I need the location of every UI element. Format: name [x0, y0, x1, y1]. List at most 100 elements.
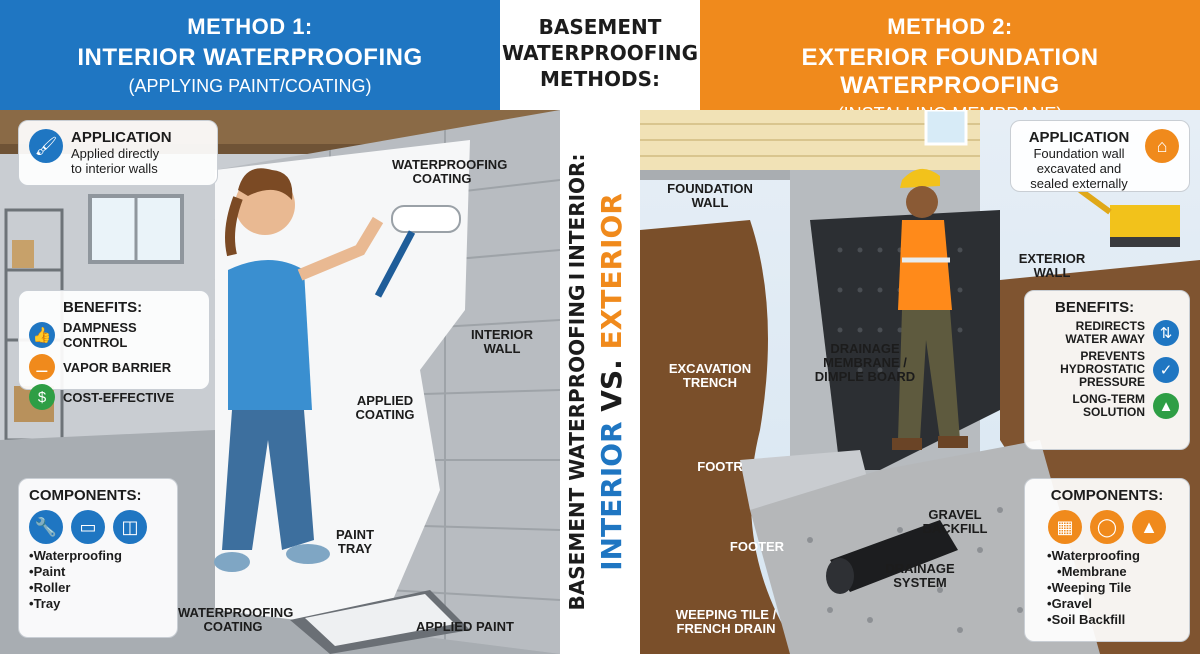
vertical-title-interior-colon: INTERIOR:: [565, 153, 589, 269]
exterior-component-text: Membrane: [1061, 564, 1127, 579]
interior-benefit-label: DAMPNESS CONTROL: [63, 320, 137, 350]
interior-method-title: INTERIOR WATERPROOFING: [77, 44, 423, 71]
interior-benefit-item: 👍 DAMPNESS CONTROL: [29, 320, 199, 350]
exterior-application-text-3: sealed externally: [1030, 176, 1128, 191]
callout-line: APPLIED PAINT: [416, 619, 514, 634]
exterior-components-card: COMPONENTS: ▦ ◯ ▲ Waterproofing Membrane…: [1024, 478, 1190, 642]
barrier-icon: ⚊: [29, 354, 55, 380]
exterior-benefit-line: PREVENTS: [1080, 349, 1145, 363]
exterior-component-item: Weeping Tile: [1047, 580, 1179, 596]
callout-line: COATING: [355, 407, 415, 422]
exterior-benefits-card: BENEFITS: REDIRECTS WATER AWAY ⇅ PREVENT…: [1024, 290, 1190, 450]
vertical-title-basement: BASEMENT WATERPROOFING: [565, 284, 589, 611]
house-shovel-icon: ⌂: [1145, 129, 1179, 163]
callout-line: WALL: [691, 195, 729, 210]
interior-application-heading: APPLICATION: [71, 129, 172, 146]
callout-exterior-wall: EXTERIOR WALL: [1012, 252, 1092, 280]
interior-benefits-card: BENEFITS: 👍 DAMPNESS CONTROL ⚊ VAPOR BAR…: [18, 290, 210, 410]
thumbs-up-icon: 👍: [29, 322, 55, 348]
exterior-benefits-heading: BENEFITS:: [1055, 299, 1135, 316]
callout-line: GRAVEL: [928, 507, 982, 522]
exterior-benefit-item: REDIRECTS WATER AWAY ⇅: [1035, 320, 1179, 346]
exterior-benefit-item: LONG-TERM SOLUTION ▲: [1035, 393, 1179, 419]
exterior-method-number: METHOD 2:: [887, 14, 1013, 39]
interior-benefit-item: $ COST-EFFECTIVE: [29, 384, 199, 410]
exterior-component-item: Gravel: [1047, 596, 1179, 612]
callout-paint-tray: PAINT TRAY: [320, 528, 390, 556]
callout-interior-wall: INTERIOR WALL: [462, 328, 542, 356]
exterior-benefit-line: PRESSURE: [1078, 375, 1145, 389]
vertical-comparison-title: BASEMENT WATERPROOFING I INTERIOR: INTER…: [565, 112, 635, 652]
callout-foundation-wall: FOUNDATION WALL: [660, 182, 760, 210]
exterior-application-card: APPLICATION Foundation wall excavated an…: [1010, 120, 1190, 192]
callout-footer: FOOTER: [722, 540, 792, 554]
painter-icon: 🖌: [29, 129, 63, 163]
main-title-box: BASEMENT WATERPROOFING METHODS:: [500, 0, 700, 110]
interior-application-card: 🖌 APPLICATION Applied directly to interi…: [18, 120, 218, 186]
vertical-title-separator: I: [565, 272, 589, 281]
interior-application-text-2: to interior walls: [71, 161, 158, 176]
vertical-title-vs: VS.: [595, 359, 628, 412]
exterior-components-list: Waterproofing Membrane Weeping Tile Grav…: [1047, 548, 1179, 628]
callout-line: TRENCH: [682, 375, 738, 390]
main-title-line-1: BASEMENT: [538, 15, 662, 39]
callout-line: INTERIOR: [470, 327, 534, 342]
gravel-icon: ▲: [1132, 510, 1166, 544]
tools-icon: 🔧: [29, 510, 63, 544]
callout-excavation-trench: EXCAVATION TRENCH: [660, 362, 760, 390]
exterior-benefit-line: WATER AWAY: [1065, 332, 1145, 346]
callout-line: APPLIED: [356, 393, 414, 408]
exterior-method-header: METHOD 2: EXTERIOR FOUNDATION WATERPROOF…: [700, 0, 1200, 124]
interior-benefit-label: VAPOR BARRIER: [63, 359, 172, 375]
exterior-components-heading: COMPONENTS:: [1050, 487, 1164, 504]
callout-line: MEMBRANE /: [823, 355, 907, 370]
callout-line: WATERPROOFING: [392, 157, 508, 172]
main-title-line-3: METHODS:: [540, 67, 660, 91]
exterior-application-text-2: excavated and: [1036, 161, 1122, 176]
interior-method-header: METHOD 1: INTERIOR WATERPROOFING (APPLYI…: [0, 0, 500, 110]
exterior-benefit-line: LONG-TERM: [1072, 392, 1145, 406]
exterior-component-item: Soil Backfill: [1047, 612, 1179, 628]
callout-line: WATERPROOFING: [178, 605, 294, 620]
callout-line: BACKFILL: [922, 521, 988, 536]
arrows-out-icon: ⇅: [1153, 320, 1179, 346]
main-title-line-2: WATERPROOFING: [501, 41, 699, 65]
callout-drainage-membrane: DRAINAGE MEMBRANE / DIMPLE BOARD: [810, 342, 920, 384]
exterior-method-title: EXTERIOR FOUNDATION WATERPROOFING: [801, 44, 1099, 99]
interior-benefit-label: COST-EFFECTIVE: [63, 389, 175, 405]
center-divider: [560, 110, 640, 654]
interior-component-item: Tray: [29, 596, 167, 612]
interior-benefits-heading: BENEFITS:: [63, 299, 143, 316]
callout-line: WEEPING TILE /: [675, 607, 777, 622]
interior-benefit-item: ⚊ VAPOR BARRIER: [29, 354, 199, 380]
exterior-application-text-1: Foundation wall: [1033, 146, 1125, 161]
exterior-application-heading: APPLICATION: [1028, 129, 1130, 146]
interior-application-text-1: Applied directly: [71, 146, 160, 161]
callout-line: WALL: [1033, 265, 1071, 280]
shield-icon: ▲: [1153, 393, 1179, 419]
callout-line: DRAINAGE: [830, 341, 900, 356]
callout-weeping-tile: WEEPING TILE / FRENCH DRAIN: [666, 608, 786, 636]
exterior-component-item: Waterproofing: [1047, 548, 1179, 564]
callout-line: TRAY: [337, 541, 373, 556]
callout-line: FOOTR: [697, 459, 743, 474]
callout-line: DIMPLE BOARD: [814, 369, 916, 384]
callout-line: EXTERIOR: [1018, 251, 1086, 266]
callout-line: FRENCH DRAIN: [676, 621, 776, 636]
callout-applied-coating: APPLIED COATING: [350, 394, 420, 422]
callout-line: DRAINAGE: [885, 561, 955, 576]
interior-component-item: Waterproofing: [29, 548, 167, 564]
pipe-icon: ◯: [1090, 510, 1124, 544]
interior-components-list: Waterproofing Paint Roller Tray: [29, 548, 167, 612]
exterior-benefit-line: HYDROSTATIC: [1060, 362, 1145, 376]
interior-components-card: COMPONENTS: 🔧 ▭ ◫ Waterproofing Paint Ro…: [18, 478, 178, 638]
callout-drainage-system: DRAINAGE SYSTEM: [880, 562, 960, 590]
shield-check-icon: ✓: [1153, 356, 1179, 383]
callout-applied-paint: APPLIED PAINT: [410, 620, 520, 634]
exterior-benefit-item: PREVENTS HYDROSTATIC PRESSURE ✓: [1035, 350, 1179, 389]
exterior-benefit-line: SOLUTION: [1083, 405, 1145, 419]
callout-gravel-backfill: GRAVEL BACKFILL: [915, 508, 995, 536]
callout-line: SYSTEM: [893, 575, 947, 590]
interior-method-number: METHOD 1:: [187, 14, 313, 39]
paint-can-icon: ◫: [113, 510, 147, 544]
